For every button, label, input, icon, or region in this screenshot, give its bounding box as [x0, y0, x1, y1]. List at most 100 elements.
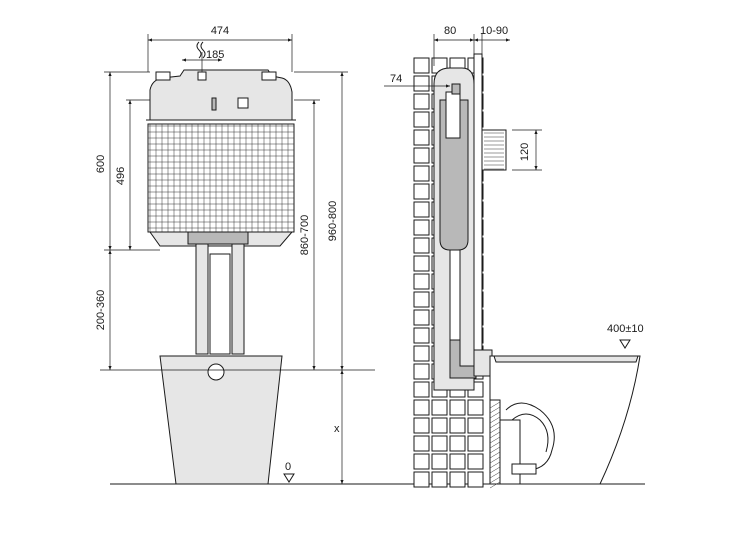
hatch-line [489, 456, 501, 464]
brick [449, 417, 466, 434]
label-474: 474 [211, 25, 229, 37]
valve-cap [451, 83, 461, 95]
flush-pipe [209, 253, 231, 355]
brick [413, 417, 430, 434]
brick [413, 255, 430, 272]
valve-square [237, 97, 249, 109]
mounting-plate [473, 53, 483, 371]
label-600: 600 [95, 155, 107, 173]
brick [467, 435, 484, 452]
brick [449, 399, 466, 416]
floor-level-marker-icon [283, 473, 295, 483]
cistern-top-housing [149, 69, 293, 121]
hatch-line [489, 446, 501, 454]
brick [413, 453, 430, 470]
brick [413, 111, 430, 128]
brick [413, 273, 430, 290]
brick [413, 327, 430, 344]
label-185: 185 [206, 49, 224, 61]
brick [413, 291, 430, 308]
brick [413, 399, 430, 416]
bowl-rim [493, 355, 639, 363]
outlet-collar [187, 231, 249, 245]
toilet-bowl-side [489, 355, 641, 485]
side-view [413, 53, 641, 489]
brick [413, 363, 430, 380]
brick [467, 417, 484, 434]
brick [413, 345, 430, 362]
label-496: 496 [115, 167, 127, 185]
cistern-body [147, 123, 295, 233]
hatch-line [489, 451, 501, 459]
bowl-inlet [207, 363, 225, 381]
label-400: 400±10 [607, 323, 644, 335]
supply-pipe-body [481, 129, 507, 171]
hatch-line [489, 461, 501, 469]
bowl-height-marker-icon [619, 339, 631, 349]
brick [413, 471, 430, 488]
bowl-foot [511, 463, 537, 475]
downpipe [449, 249, 461, 341]
hatch-line [489, 436, 501, 444]
hatch-line [489, 476, 501, 484]
front-view [100, 69, 645, 485]
label-200-360: 200-360 [95, 290, 107, 330]
brick [413, 93, 430, 110]
brick [449, 453, 466, 470]
valve-indicator [211, 97, 217, 111]
brick [413, 219, 430, 236]
label-zero: 0 [285, 461, 291, 473]
right-frame-leg [231, 243, 245, 355]
left-frame-leg [195, 243, 209, 355]
brick [413, 309, 430, 326]
flush-symbol-icon [196, 41, 202, 59]
front-dimensions: 474 185 600 496 200-360 860-700 960-800 … [95, 25, 348, 484]
right-clip [261, 71, 277, 81]
supply-pipe [481, 129, 507, 171]
brick [431, 399, 448, 416]
brick [467, 471, 484, 488]
hatch-line [489, 481, 501, 489]
hatch-line [489, 471, 501, 479]
label-74: 74 [390, 73, 402, 85]
cistern-grid [148, 124, 294, 232]
pipe-outlet [473, 349, 493, 377]
brick [413, 183, 430, 200]
left-clip [155, 71, 171, 81]
brick [449, 435, 466, 452]
brick [413, 381, 430, 398]
label-10-90: 10-90 [480, 25, 508, 37]
side-dimensions: 80 10-90 74 120 400±10 [384, 25, 644, 349]
label-120: 120 [519, 143, 531, 161]
hatch-line [489, 431, 501, 439]
brick [413, 129, 430, 146]
hatch-line [489, 416, 501, 424]
bowl-trap [505, 402, 555, 471]
brick [431, 453, 448, 470]
bowl-trap-inner [511, 413, 549, 453]
brick [431, 435, 448, 452]
brick [413, 165, 430, 182]
flush-valve-side [445, 91, 461, 139]
label-80: 80 [444, 25, 456, 37]
wall-hatching [489, 401, 501, 489]
hatch-line [489, 411, 501, 419]
hatch-line [489, 406, 501, 414]
brick [431, 471, 448, 488]
label-860-700: 860-700 [299, 215, 311, 255]
flush-valve-top [197, 71, 207, 81]
brick [431, 417, 448, 434]
hatch-line [489, 441, 501, 449]
brick [467, 399, 484, 416]
brick [413, 435, 430, 452]
hatch-line [489, 426, 501, 434]
hatch-line [489, 421, 501, 429]
hatch-line [489, 401, 501, 409]
brick [413, 57, 430, 74]
label-x: x [334, 423, 340, 435]
flush-symbol-wave [200, 41, 206, 59]
label-960-800: 960-800 [327, 201, 339, 241]
brick [413, 75, 430, 92]
